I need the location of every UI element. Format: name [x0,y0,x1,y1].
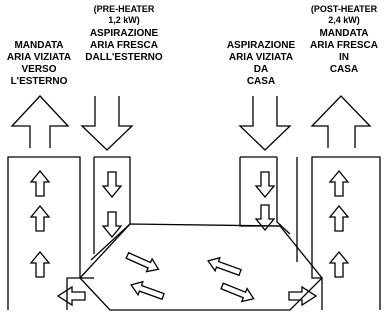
flow-up-arrow-icon [29,169,51,197]
label-line: MANDATA [14,40,64,51]
flow-diagonal-arrow-icon [130,280,165,301]
flow-down-arrow-icon [254,171,276,199]
flow-right-arrow-icon [288,285,318,307]
flow-up-arrow-icon [328,204,350,232]
label-note: 1,2 kW) [108,15,140,25]
label-line: IN [339,52,349,63]
label-line: L'ESTERNO [10,76,68,87]
label-line: ARIA FRESCA [310,40,378,51]
flow-up-arrow-icon [29,250,51,278]
flow-left-arrow-icon [56,285,86,307]
intake-outside-arrow-icon [80,96,134,151]
label-intake-outside: (PRE-HEATER 1,2 kW) ASPIRAZIONE ARIA FRE… [76,4,172,64]
label-line: CASA [246,76,276,87]
unit-outline [7,156,81,310]
flow-down-arrow-icon [101,171,123,199]
flow-up-arrow-icon [328,169,350,197]
unit-outline [311,156,381,310]
label-line: DALL'ESTERNO [85,52,163,63]
label-note: (PRE-HEATER [93,4,155,14]
unit-outline [90,156,131,261]
flow-diagonal-arrow-icon [220,282,255,303]
label-line: ARIA FRESCA [90,40,158,51]
flow-diagonal-arrow-icon [125,251,160,273]
label-line: DA [253,64,269,75]
exhaust-outside-arrow-icon [10,95,70,148]
label-supply-home: (POST-HEATER 2,4 kW) MANDATA ARIA FRESCA… [301,4,387,76]
label-intake-home: ASPIRAZIONE ARIA VIZIATA DA CASA [219,40,303,88]
flow-down-arrow-icon [254,204,276,232]
label-line: ARIA VIZIATA [6,52,72,63]
flow-down-arrow-icon [101,211,123,239]
label-line: ASPIRAZIONE [89,28,159,39]
label-note: (POST-HEATER [310,4,378,14]
intake-home-duct [276,157,291,235]
flow-up-arrow-icon [29,204,51,232]
intake-home-arrow-icon [238,96,292,151]
heat-exchanger-core [79,223,323,311]
label-note: 2,4 kW) [328,15,360,25]
label-exhaust-outside: MANDATA ARIA VIZIATA VERSO L'ESTERNO [3,40,75,88]
label-line: VERSO [21,64,57,75]
supply-home-arrow-icon [310,95,372,148]
flow-up-arrow-icon [328,250,350,278]
label-line: ASPIRAZIONE [226,40,296,51]
label-line: MANDATA [319,28,369,39]
label-line: CASA [329,64,359,75]
flow-diagonal-arrow-icon [207,256,242,277]
label-line: ARIA VIZIATA [228,52,294,63]
